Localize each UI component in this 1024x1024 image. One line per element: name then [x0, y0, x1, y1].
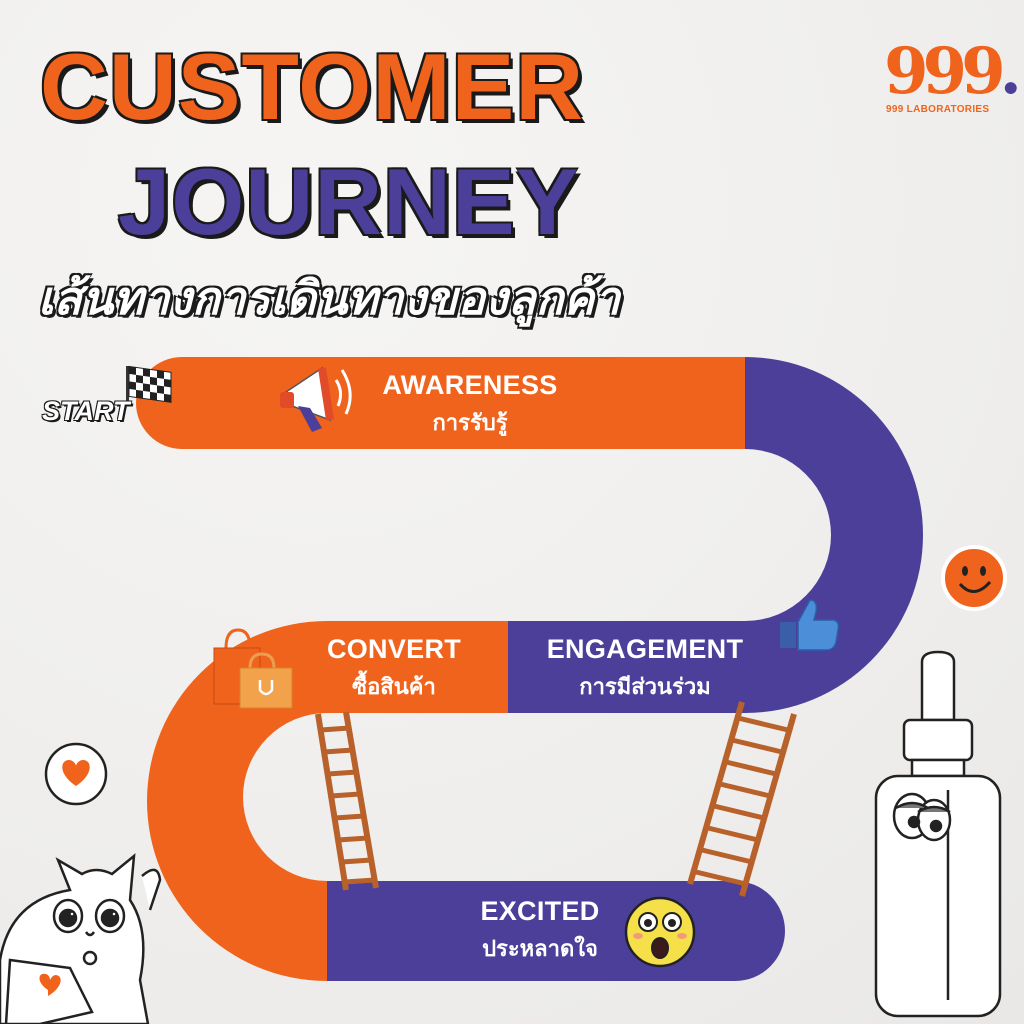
road-convert [327, 621, 508, 713]
stage-excited: EXCITED ประหลาดใจ [440, 896, 640, 966]
stage-excited-thai: ประหลาดใจ [482, 937, 598, 962]
stage-awareness: AWARENESS การรับรู้ [350, 370, 590, 440]
megaphone-icon [280, 366, 352, 432]
stage-convert: CONVERT ซื้อสินค้า [296, 634, 492, 704]
surprised-face-icon [624, 896, 696, 968]
cat-mascot-illustration [0, 853, 162, 1024]
road-engagement [508, 621, 745, 713]
stage-engagement-title: ENGAGEMENT [546, 634, 744, 664]
road-right-curve [745, 357, 923, 713]
checkered-flag-icon [126, 365, 172, 406]
title-customer: CUSTOMER [40, 34, 585, 139]
road-left-curve [147, 621, 327, 981]
stage-excited-title: EXCITED [480, 896, 600, 926]
stage-convert-title: CONVERT [326, 634, 462, 664]
dropper-bottle-illustration [874, 650, 1002, 1018]
heart-bubble-icon [44, 742, 108, 806]
start-label: START [42, 396, 130, 426]
ladder-right [687, 701, 797, 897]
brand-number: 999 [884, 34, 1006, 109]
ladder-left [315, 711, 379, 891]
stage-engagement-thai: การมีส่วนร่วม [579, 675, 711, 700]
stage-awareness-title: AWARENESS [382, 370, 558, 400]
stage-engagement: ENGAGEMENT การมีส่วนร่วม [520, 634, 770, 704]
thumbs-up-icon [780, 599, 840, 651]
stage-awareness-thai: การรับรู้ [432, 411, 508, 436]
stage-convert-thai: ซื้อสินค้า [352, 675, 436, 700]
brand-name: 999 LABORATORIES [886, 104, 990, 115]
subtitle-thai: เส้นทางการเดินทางของลูกค้า [38, 271, 621, 325]
road-awareness [136, 357, 745, 449]
smiley-face-icon [941, 545, 1007, 611]
shopping-bags-icon [213, 628, 293, 709]
title-journey: JOURNEY [118, 149, 580, 254]
